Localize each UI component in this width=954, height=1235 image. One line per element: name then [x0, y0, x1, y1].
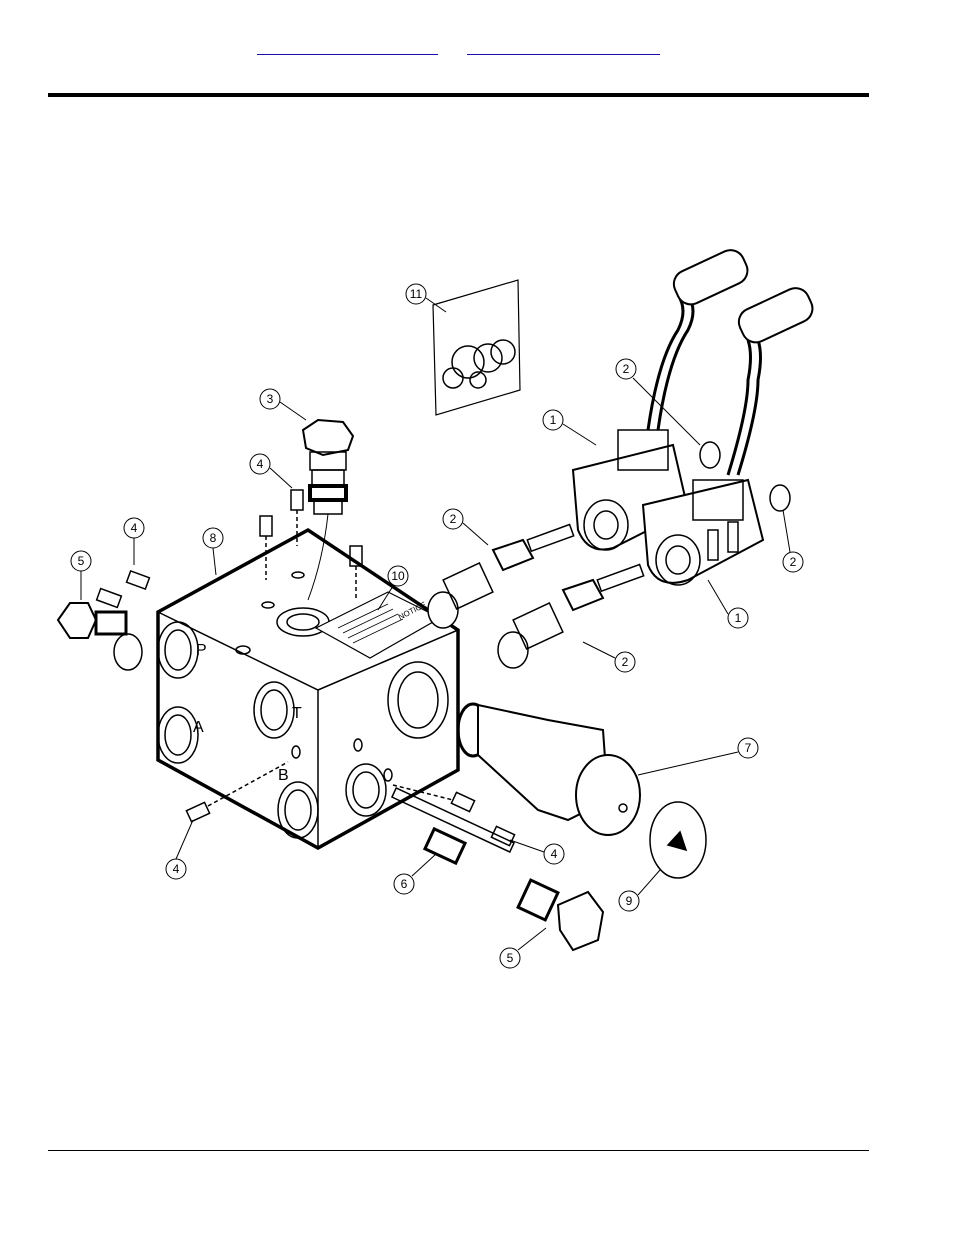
svg-text:2: 2 — [623, 362, 630, 376]
svg-text:3: 3 — [267, 392, 274, 406]
nav-link-left[interactable] — [257, 38, 438, 55]
callout-4a: 4 — [250, 454, 292, 488]
callout-5a: 5 — [71, 551, 91, 600]
svg-text:5: 5 — [78, 554, 85, 568]
svg-text:7: 7 — [745, 741, 752, 755]
cap-disc — [650, 802, 706, 878]
callout-4d: 4 — [510, 840, 564, 864]
svg-text:1: 1 — [550, 413, 557, 427]
callout-4b: 4 — [124, 518, 144, 565]
valve-assembly-diagram: 11 3 4 4 5 8 2 10 1 2 2 1 2 7 4 4 6 9 5 … — [48, 240, 838, 980]
svg-text:5: 5 — [507, 951, 514, 965]
callout-3: 3 — [260, 389, 306, 420]
svg-text:10: 10 — [391, 569, 405, 583]
plug-left — [58, 603, 142, 670]
callout-2a: 2 — [443, 509, 488, 545]
port-label-p: P — [196, 642, 207, 659]
svg-text:4: 4 — [173, 862, 180, 876]
svg-text:11: 11 — [410, 287, 423, 301]
svg-text:4: 4 — [131, 521, 138, 535]
svg-text:2: 2 — [450, 512, 457, 526]
svg-text:2: 2 — [790, 555, 797, 569]
svg-text:1: 1 — [735, 611, 742, 625]
callout-1b: 1 — [708, 580, 748, 628]
callout-7: 7 — [638, 738, 758, 775]
manifold-block — [158, 530, 458, 848]
callout-6: 6 — [394, 854, 436, 894]
relief-valve — [458, 704, 640, 835]
header-rule — [48, 93, 869, 97]
callout-2c: 2 — [783, 510, 803, 572]
callout-11: 11 — [406, 284, 446, 312]
svg-text:8: 8 — [210, 531, 217, 545]
solenoid-cartridge-upper — [428, 524, 574, 628]
port-label-t: T — [292, 705, 302, 722]
callout-1a: 1 — [543, 410, 596, 445]
svg-text:2: 2 — [622, 655, 629, 669]
callout-2d: 2 — [583, 642, 635, 672]
coil-wires — [648, 246, 817, 475]
svg-text:4: 4 — [551, 847, 558, 861]
callout-2b: 2 — [616, 359, 700, 445]
port-label-a: A — [193, 719, 204, 736]
svg-text:9: 9 — [626, 894, 633, 908]
callout-8: 8 — [203, 528, 223, 575]
svg-text:4: 4 — [257, 457, 264, 471]
callout-4c: 4 — [166, 820, 193, 879]
callout-5b: 5 — [500, 928, 546, 968]
callout-9: 9 — [619, 870, 660, 911]
nav-link-right[interactable] — [467, 38, 660, 55]
footer-rule — [48, 1150, 869, 1151]
port-label-b: B — [278, 767, 289, 784]
svg-text:6: 6 — [401, 877, 408, 891]
seal-kit-bag — [433, 280, 520, 415]
